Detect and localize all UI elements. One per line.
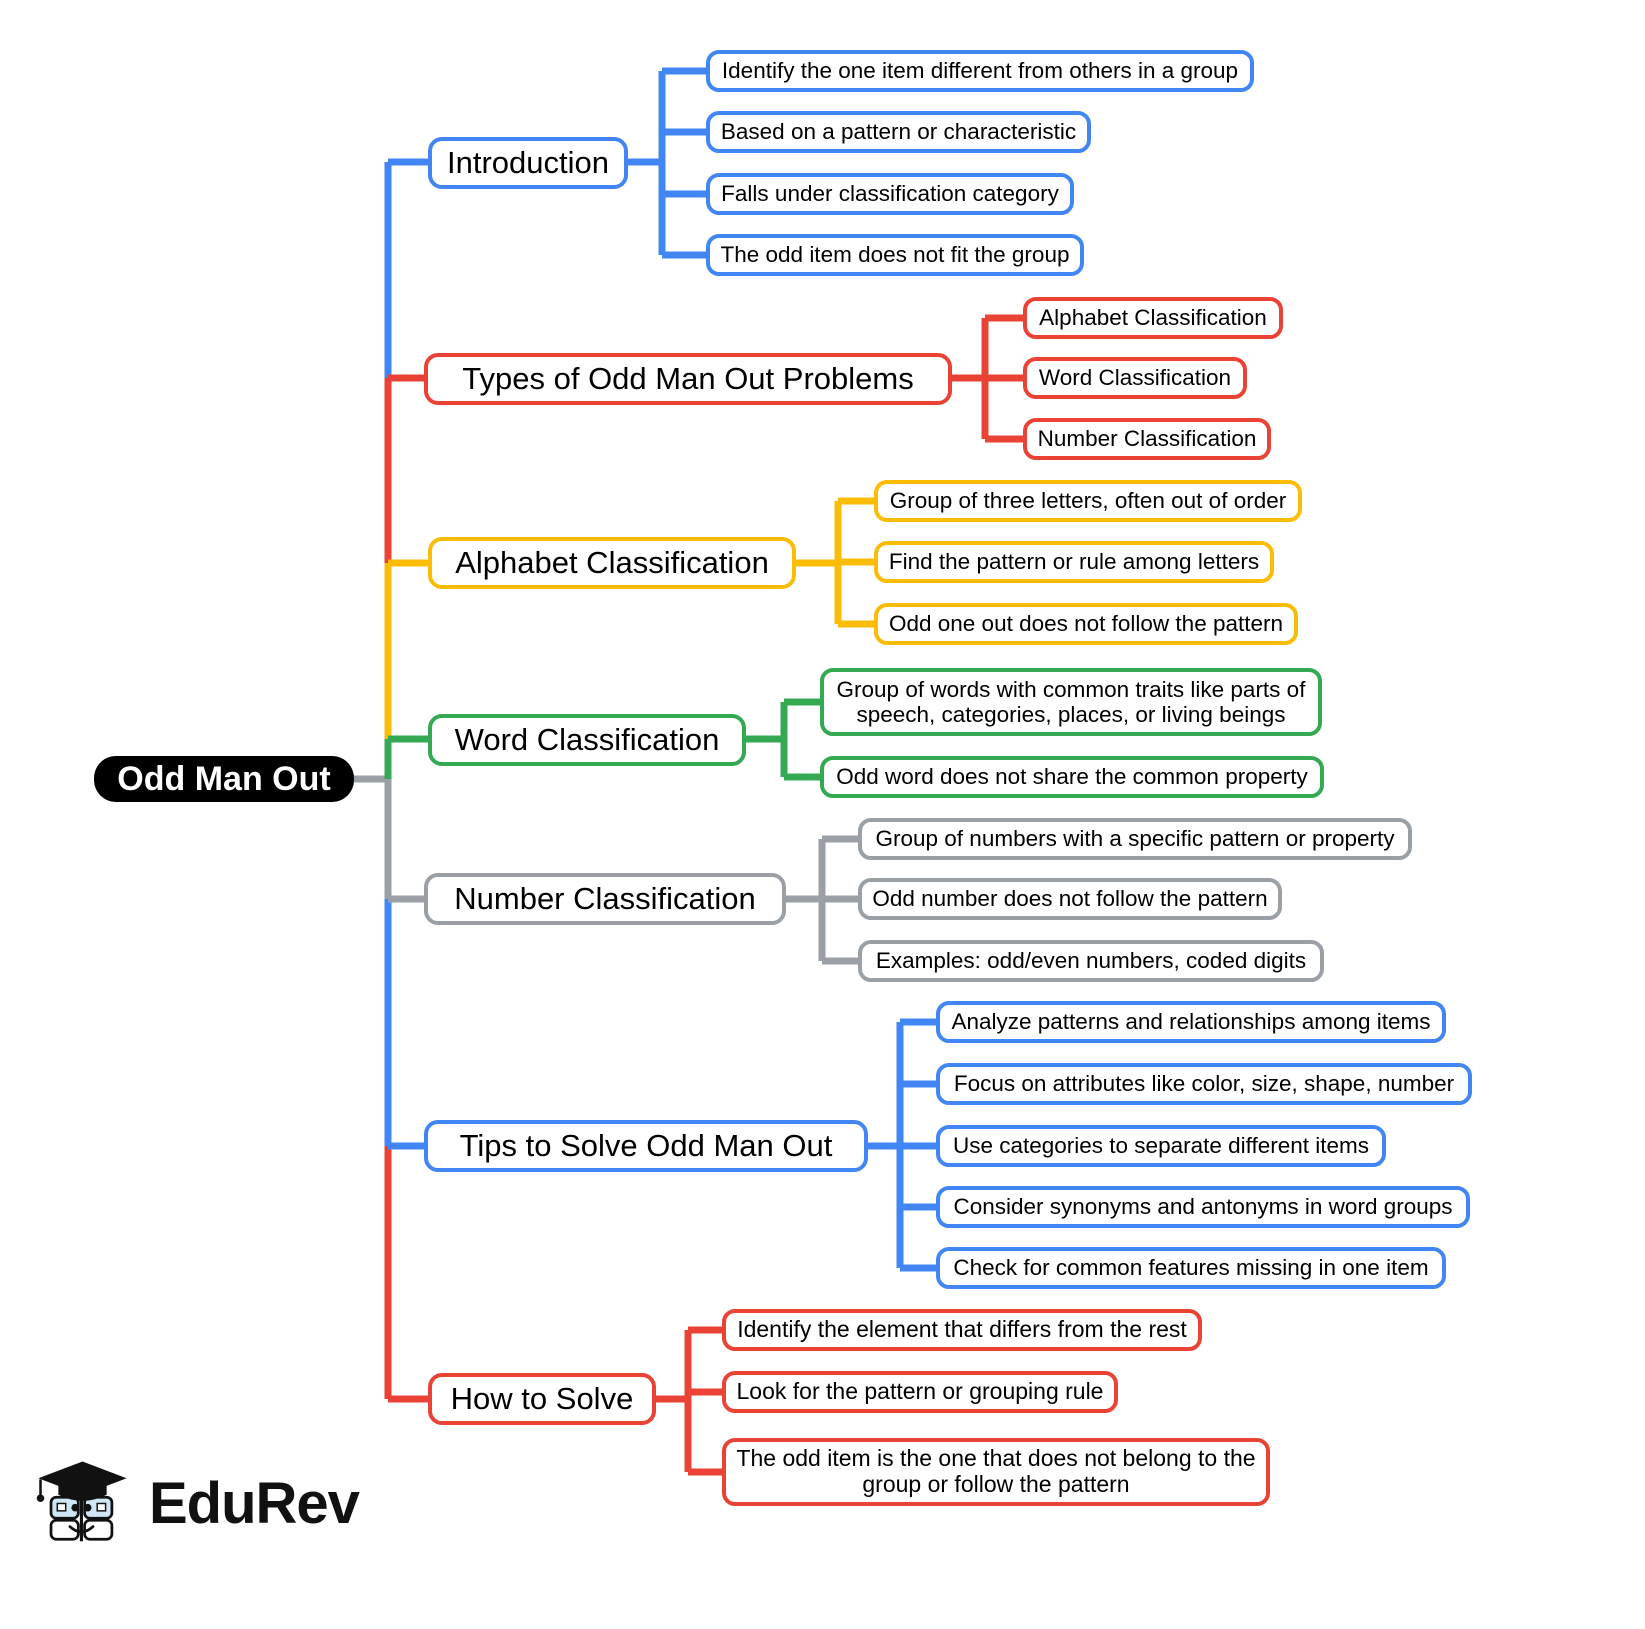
brand-logo: EduRev: [30, 1443, 370, 1563]
leaf-node[interactable]: Identify the element that differs from t…: [722, 1309, 1202, 1351]
leaf-node[interactable]: Based on a pattern or characteristic: [706, 111, 1091, 153]
branch-node-word-classification[interactable]: Word Classification: [428, 714, 746, 766]
leaf-node[interactable]: Odd one out does not follow the pattern: [874, 603, 1298, 645]
leaf-node[interactable]: Odd number does not follow the pattern: [858, 878, 1282, 920]
leaf-node[interactable]: Alphabet Classification: [1023, 297, 1283, 339]
leaf-node[interactable]: Analyze patterns and relationships among…: [936, 1001, 1446, 1043]
root-node[interactable]: Odd Man Out: [94, 756, 354, 802]
leaf-node[interactable]: Identify the one item different from oth…: [706, 50, 1254, 92]
leaf-node[interactable]: Group of three letters, often out of ord…: [874, 480, 1302, 522]
leaf-node[interactable]: Group of words with common traits like p…: [820, 668, 1322, 736]
branch-node-number-classification[interactable]: Number Classification: [424, 873, 786, 925]
branch-node-introduction[interactable]: Introduction: [428, 137, 628, 189]
branch-node-how-to-solve[interactable]: How to Solve: [428, 1373, 656, 1425]
branch-node-tips-to-solve-odd-man-out[interactable]: Tips to Solve Odd Man Out: [424, 1120, 868, 1172]
leaf-node[interactable]: Falls under classification category: [706, 173, 1074, 215]
leaf-node[interactable]: Look for the pattern or grouping rule: [722, 1371, 1118, 1413]
leaf-node[interactable]: Focus on attributes like color, size, sh…: [936, 1063, 1472, 1105]
leaf-node[interactable]: Find the pattern or rule among letters: [874, 541, 1274, 583]
brand-name: EduRev: [149, 1470, 360, 1536]
leaf-node[interactable]: The odd item does not fit the group: [706, 234, 1084, 276]
graduation-cap-book-icon: [36, 1461, 127, 1541]
leaf-node[interactable]: Check for common features missing in one…: [936, 1247, 1446, 1289]
leaf-node[interactable]: Consider synonyms and antonyms in word g…: [936, 1186, 1470, 1228]
leaf-node[interactable]: Word Classification: [1023, 357, 1247, 399]
leaf-node[interactable]: Use categories to separate different ite…: [936, 1125, 1386, 1167]
leaf-node[interactable]: Examples: odd/even numbers, coded digits: [858, 940, 1324, 982]
leaf-node[interactable]: Odd word does not share the common prope…: [820, 756, 1324, 798]
leaf-node[interactable]: Group of numbers with a specific pattern…: [858, 818, 1412, 860]
branch-node-alphabet-classification[interactable]: Alphabet Classification: [428, 537, 796, 589]
branch-node-types-of-odd-man-out-problems[interactable]: Types of Odd Man Out Problems: [424, 353, 952, 405]
leaf-node[interactable]: Number Classification: [1023, 418, 1271, 460]
leaf-node[interactable]: The odd item is the one that does not be…: [722, 1438, 1270, 1506]
